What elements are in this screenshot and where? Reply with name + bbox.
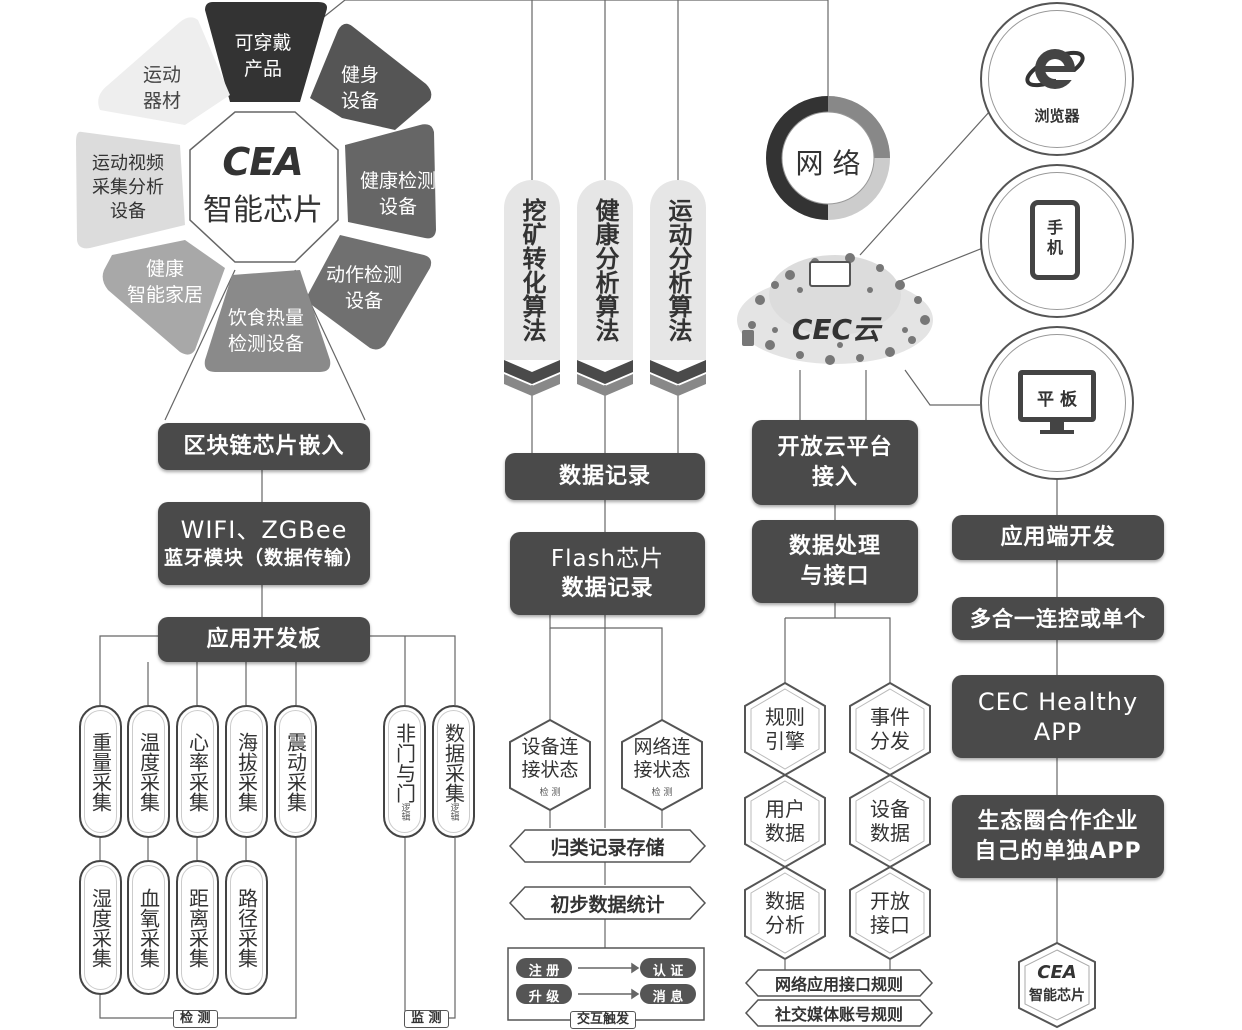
- blockchain-box[interactable]: 区块链芯片嵌入: [158, 423, 370, 470]
- devboard-box[interactable]: 应用开发板: [158, 617, 370, 662]
- petal-wearable[interactable]: 可穿戴产品: [234, 32, 292, 80]
- logic-door[interactable]: 非门与门 逻辑: [383, 705, 426, 838]
- sensor-temp[interactable]: 温度采集: [127, 705, 170, 838]
- app-dev-box[interactable]: 应用端开发: [952, 515, 1164, 560]
- hub-title: 智能芯片: [203, 193, 323, 228]
- hex-user-data[interactable]: 用户数据: [765, 797, 805, 845]
- tablet-label: 平 板: [1037, 390, 1077, 410]
- hex-rule-engine[interactable]: 规则引擎: [765, 705, 805, 753]
- sensor-humidity[interactable]: 湿度采集: [79, 860, 122, 995]
- network-label: 网 络: [795, 147, 861, 180]
- petal-fitness[interactable]: 健身设备: [340, 64, 379, 112]
- sensor-heart[interactable]: 心率采集: [176, 705, 219, 838]
- petal-motion-check[interactable]: 动作检测设备: [325, 264, 402, 312]
- eco-app-box[interactable]: 生态圈合作企业自己的单独APP: [952, 795, 1164, 878]
- algo-motion[interactable]: 运动分析算法: [650, 180, 706, 360]
- upgrade-chip[interactable]: 升 级: [528, 990, 560, 1005]
- petal-ring: [76, 2, 436, 372]
- interact-tag: 交互触发: [570, 1011, 637, 1029]
- algo-mining[interactable]: 挖矿转化算法: [504, 180, 560, 360]
- logic-datacap[interactable]: 数据采集 逻辑: [432, 705, 475, 838]
- sensor-oxygen[interactable]: 血氧采集: [127, 860, 170, 995]
- data-process-box[interactable]: 数据处理与接口: [752, 520, 918, 603]
- phone-label: 手机: [1046, 218, 1063, 257]
- cloud-icon: [737, 253, 933, 365]
- sensor-altitude[interactable]: 海拔采集: [225, 705, 268, 838]
- hex-device-data[interactable]: 设备数据: [870, 797, 910, 845]
- badge-brand: CEA: [1037, 962, 1077, 983]
- browser-label: 浏览器: [1034, 107, 1080, 125]
- petal-smart-home[interactable]: 健康智能家居: [126, 258, 203, 306]
- register-chip[interactable]: 注 册: [528, 964, 560, 979]
- message-chip[interactable]: 消 息: [652, 990, 684, 1005]
- network-api-rule[interactable]: 网络应用接口规则: [774, 975, 903, 994]
- sensor-distance[interactable]: 距离采集: [176, 860, 219, 995]
- hex-event-dispatch[interactable]: 事件分发: [870, 705, 910, 753]
- tablet-icon: [1018, 370, 1096, 422]
- hub-brand: CEA: [222, 140, 303, 184]
- badge-title: 智能芯片: [1029, 988, 1085, 1004]
- sensor-path[interactable]: 路径采集: [225, 860, 268, 995]
- multi-control-box[interactable]: 多合一连控或单个: [952, 597, 1164, 640]
- flash-box[interactable]: Flash芯片 数据记录: [510, 532, 705, 615]
- hex-device-status[interactable]: 设备连接状态 检 测: [521, 736, 579, 798]
- detect-tag: 检 测: [173, 1010, 218, 1028]
- data-record-box[interactable]: 数据记录: [505, 453, 705, 500]
- petal-equipment[interactable]: 运动器材: [142, 64, 181, 112]
- initial-stats-bar[interactable]: 初步数据统计: [550, 893, 665, 916]
- cloud-brand: CEC云: [791, 313, 881, 346]
- wifi-box[interactable]: WIFI、ZGBee 蓝牙模块（数据传输）: [158, 502, 370, 585]
- petal-video[interactable]: 运动视频采集分析设备: [92, 153, 164, 222]
- browser-icon: [1022, 36, 1088, 102]
- sensor-weight[interactable]: 重量采集: [79, 705, 122, 838]
- open-cloud-box[interactable]: 开放云平台接入: [752, 420, 918, 505]
- algo-health[interactable]: 健康分析算法: [577, 180, 633, 360]
- phone-icon: [1030, 200, 1080, 280]
- hex-data-analysis[interactable]: 数据分析: [765, 889, 805, 937]
- sensor-vibration[interactable]: 震动采集: [274, 705, 317, 838]
- petal-health-check[interactable]: 健康检测设备: [359, 170, 436, 218]
- hex-network-status[interactable]: 网络连接状态 检 测: [633, 736, 691, 798]
- hex-open-interface[interactable]: 开放接口: [870, 889, 910, 937]
- auth-chip[interactable]: 认 证: [652, 964, 684, 979]
- cec-app-box[interactable]: CEC Healthy APP: [952, 675, 1164, 758]
- classify-storage-bar[interactable]: 归类记录存储: [550, 836, 665, 859]
- social-account-rule[interactable]: 社交媒体账号规则: [774, 1005, 903, 1024]
- petal-diet[interactable]: 饮食热量检测设备: [227, 307, 304, 355]
- monitor-tag: 监 测: [404, 1010, 449, 1028]
